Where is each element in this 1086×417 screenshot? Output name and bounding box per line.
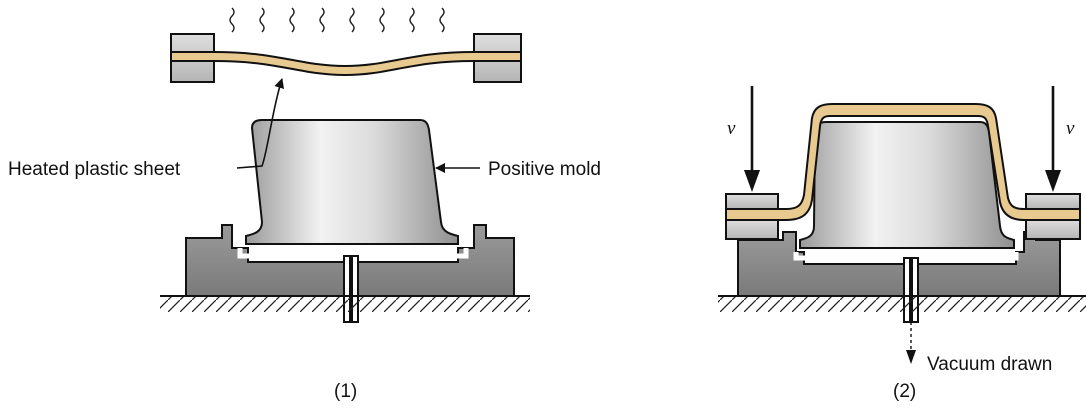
heat-wave-icon — [409, 7, 415, 33]
vacuum-arrow-icon — [906, 322, 916, 364]
panel-2: v v Vacuum drawn (2) — [718, 86, 1086, 402]
heated-plastic-sheet — [170, 51, 522, 77]
caption-2: (2) — [893, 381, 916, 402]
heat-wave-icon — [259, 7, 265, 33]
label-force-left: v — [727, 118, 736, 139]
label-positive-mold: Positive mold — [488, 159, 601, 180]
heat-wave-icon — [229, 7, 235, 33]
heat-wave-icon — [439, 7, 445, 33]
arrow-icon — [1045, 86, 1061, 192]
label-vacuum-drawn: Vacuum drawn — [927, 354, 1052, 375]
positive-mold — [799, 121, 1015, 249]
sheet-clamp-left — [725, 193, 779, 240]
heat-wave-icon — [319, 7, 325, 33]
heat-wave-icon — [289, 7, 295, 33]
ground — [160, 296, 530, 312]
label-heated-plastic-sheet: Heated plastic sheet — [8, 159, 181, 180]
arrow-icon — [744, 86, 760, 192]
positive-mold — [245, 119, 459, 245]
heat-wave-icon — [229, 7, 445, 33]
panel-1: Heated plastic sheet Positive mold (1) — [8, 7, 601, 402]
sheet-clamp-right — [1025, 193, 1081, 240]
heat-wave-icon — [379, 7, 385, 33]
heat-wave-icon — [349, 7, 355, 33]
ground — [718, 296, 1086, 312]
caption-1: (1) — [334, 381, 357, 402]
arrow-icon — [236, 78, 284, 169]
label-force-right: v — [1066, 118, 1075, 139]
